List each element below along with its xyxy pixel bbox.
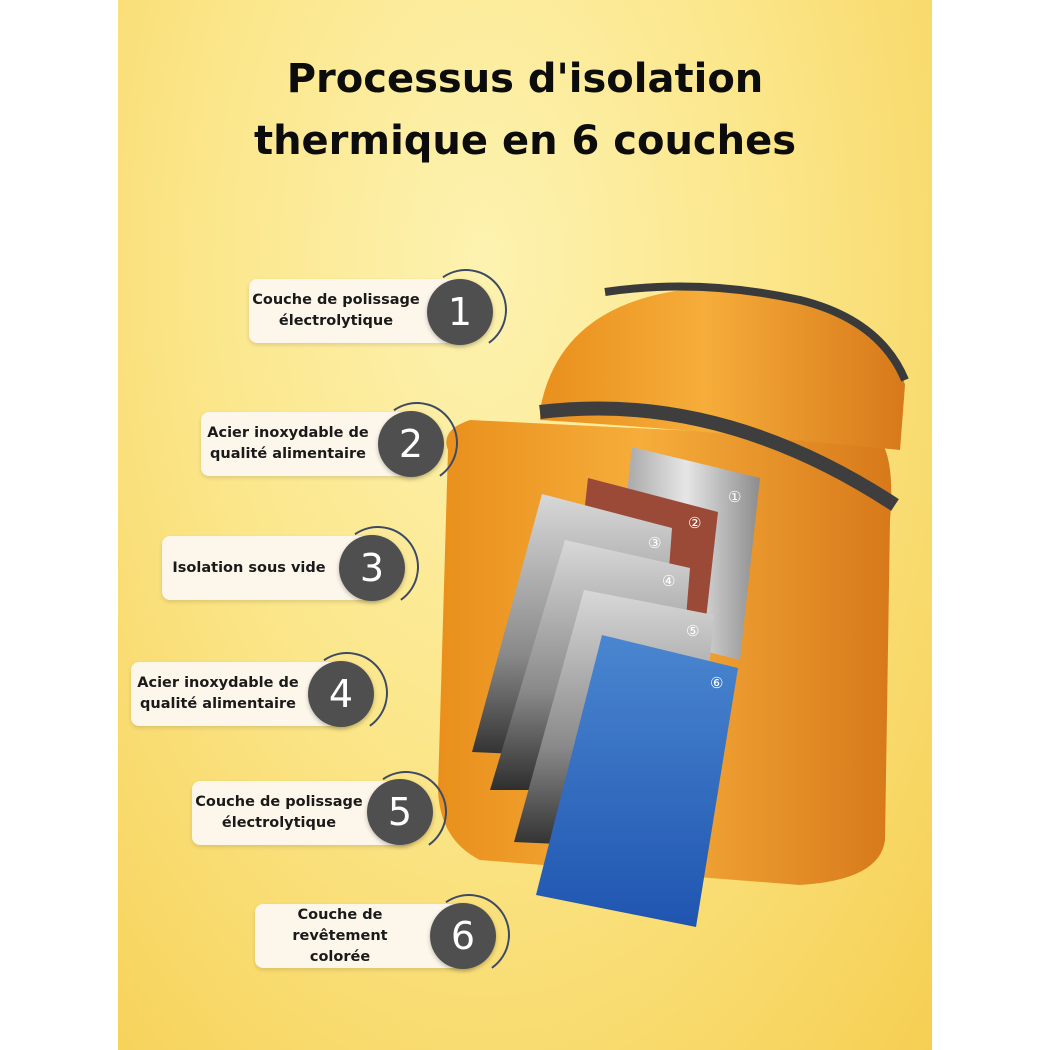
title-line-1: Processus d'isolation bbox=[286, 56, 764, 102]
svg-text:⑤: ⑤ bbox=[686, 622, 699, 640]
layer-3-badge: 3 bbox=[339, 535, 405, 601]
svg-text:④: ④ bbox=[662, 572, 675, 590]
svg-text:②: ② bbox=[688, 514, 701, 532]
layer-4-badge: 4 bbox=[308, 661, 374, 727]
svg-text:③: ③ bbox=[648, 534, 661, 552]
title-line-2: thermique en 6 couches bbox=[253, 118, 797, 164]
page-title: Processus d'isolation thermique en 6 cou… bbox=[0, 48, 1050, 172]
svg-text:⑥: ⑥ bbox=[710, 674, 723, 692]
layer-1-badge: 1 bbox=[427, 279, 493, 345]
layer-2-badge: 2 bbox=[378, 411, 444, 477]
layer-5-badge: 5 bbox=[367, 779, 433, 845]
svg-text:①: ① bbox=[728, 488, 741, 506]
layer-6-badge: 6 bbox=[430, 903, 496, 969]
panel-markers: ① ② ③ ④ ⑤ ⑥ bbox=[648, 488, 741, 692]
